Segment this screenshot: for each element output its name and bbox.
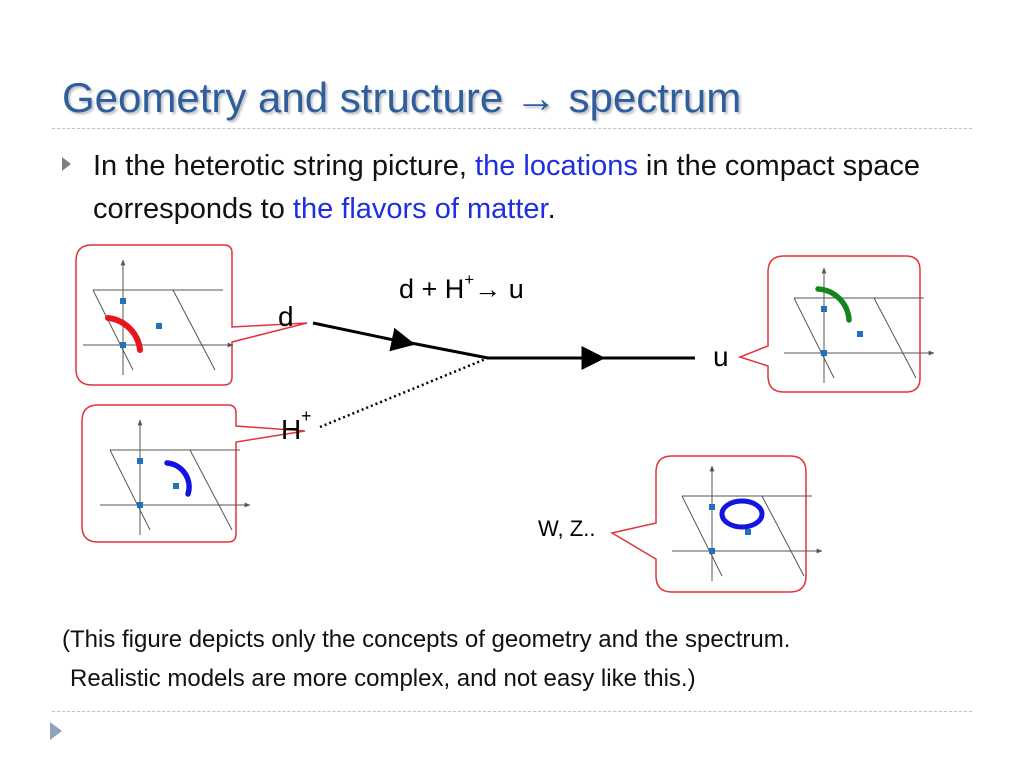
slide-title: Geometry and structure → spectrum (62, 74, 742, 121)
h-callout (81, 404, 306, 543)
reaction-arrow: → u (474, 274, 524, 304)
u-callout (737, 255, 934, 393)
d-propagator-arrow (312, 321, 416, 352)
wz-brane-loop (719, 498, 765, 530)
bullet-text-part3: . (547, 193, 556, 225)
h-callout-border (81, 404, 306, 543)
d-propagator-line (410, 341, 489, 360)
bullet-text-part2: in the compact space corresponds to (93, 150, 920, 225)
caption-line-1: (This figure depicts only the concepts o… (62, 626, 791, 653)
reaction-label: d + H+→ u (399, 270, 524, 304)
u-brane-curve (815, 286, 852, 323)
footer-divider (52, 711, 972, 712)
bullet-text-part1: In the heterotic string picture, (93, 150, 476, 182)
u-callout-border (737, 255, 921, 393)
u-label: u (713, 341, 729, 372)
wz-callout-border (609, 455, 807, 593)
caption-line-2: Realistic models are more complex, and n… (70, 665, 696, 692)
reaction-base: d + H (399, 274, 464, 304)
wz-label: W, Z.. (538, 516, 595, 541)
reaction-sup: + (464, 270, 474, 289)
d-label: d (278, 301, 294, 332)
bullet-triangle-icon (62, 157, 71, 171)
h-label-sup: + (301, 406, 312, 426)
wz-callout (609, 455, 822, 593)
d-callout-border (75, 244, 308, 386)
bullet-text: In the heterotic string picture, the loc… (93, 145, 983, 231)
title-divider (52, 128, 972, 129)
d-brane-curve (105, 315, 143, 353)
d-callout (75, 244, 308, 386)
bullet-highlight-flavors: the flavors of matter (292, 193, 548, 225)
bullet-highlight-locations: the locations (475, 150, 638, 182)
nav-triangle-icon[interactable] (50, 722, 62, 740)
h-brane-curve (164, 460, 192, 497)
higgs-propagator (319, 356, 489, 429)
h-label: H (281, 414, 301, 445)
